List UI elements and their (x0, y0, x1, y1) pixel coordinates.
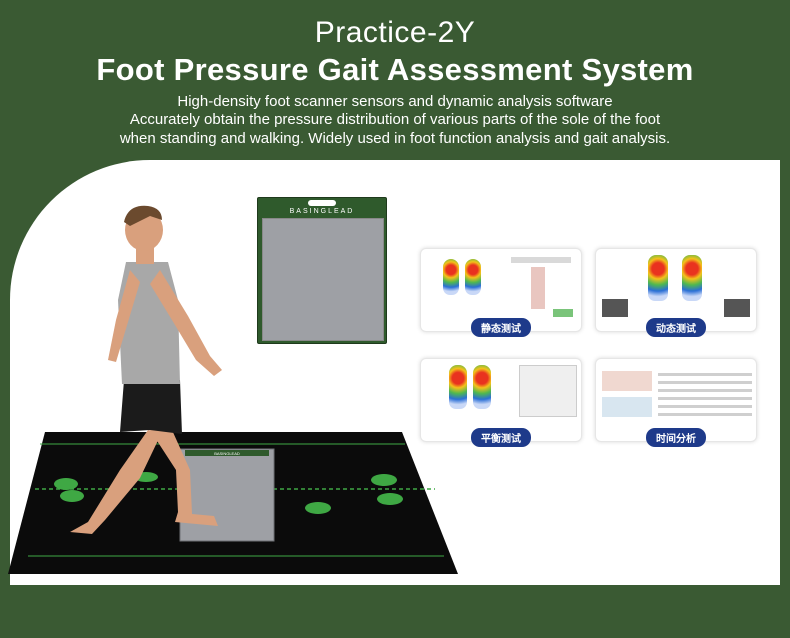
sway-plot (519, 365, 577, 417)
toolbar-strip (511, 257, 571, 263)
caption-static-test: 静态测试 (471, 318, 531, 337)
mat-footprint-icon (60, 490, 84, 502)
time-curve-2 (602, 397, 652, 417)
person-hair (124, 205, 162, 226)
left-footprint-heatmap (443, 259, 459, 295)
mat-footprint-icon (54, 478, 78, 490)
table-row (658, 397, 752, 400)
person-shorts (120, 380, 182, 434)
pressure-plate-device: BASINGLEAD (257, 197, 387, 344)
subtitle-line-2: Accurately obtain the pressure distribut… (129, 111, 661, 128)
mat-plate-header (185, 450, 269, 456)
person-back-arm (108, 270, 140, 362)
page-title: Foot Pressure Gait Assessment System (96, 52, 694, 87)
subtitle-line-3: when standing and walking. Widely used i… (119, 130, 671, 147)
mat-plate-brand: BASINGLEAD (214, 451, 240, 456)
mat-footprint-icon (377, 493, 403, 505)
body-figure (531, 267, 545, 309)
caption-time-analysis: 时间分析 (646, 428, 706, 447)
dynamic-test-thumbnail[interactable]: 动态测试 (595, 248, 757, 337)
mat-footprint-icon (371, 474, 397, 486)
right-pressure-curve (724, 299, 750, 317)
mat-footprint-icon (305, 502, 331, 514)
left-pressure-curve (602, 299, 628, 317)
person-front-leg (150, 430, 218, 526)
time-analysis-thumbnail[interactable]: 时间分析 (595, 358, 757, 447)
caption-balance-test: 平衡测试 (471, 428, 531, 447)
person-front-arm (150, 270, 222, 376)
table-row (658, 389, 752, 392)
right-footprint-heatmap (465, 259, 481, 295)
left-footprint-heatmap (648, 255, 668, 301)
right-footprint-heatmap (473, 365, 491, 409)
table-row (658, 405, 752, 408)
balance-test-thumbnail[interactable]: 平衡测试 (420, 358, 582, 447)
table-row (658, 373, 752, 376)
static-test-thumbnail[interactable]: 静态测试 (420, 248, 582, 337)
left-footprint-heatmap (449, 365, 467, 409)
right-footprint-heatmap (682, 255, 702, 301)
time-curve-1 (602, 371, 652, 391)
subtitle-line-1: High-density foot scanner sensors and dy… (177, 93, 613, 110)
device-handle (308, 200, 336, 206)
model-name: Practice-2Y (314, 16, 476, 49)
person-back-leg (70, 430, 162, 534)
mat-pressure-plate (179, 448, 275, 542)
table-row (658, 413, 752, 416)
device-brand: BASINGLEAD (289, 208, 355, 215)
table-row (658, 381, 752, 384)
sensor-surface (262, 218, 384, 341)
status-block (553, 309, 573, 317)
caption-dynamic-test: 动态测试 (646, 318, 706, 337)
